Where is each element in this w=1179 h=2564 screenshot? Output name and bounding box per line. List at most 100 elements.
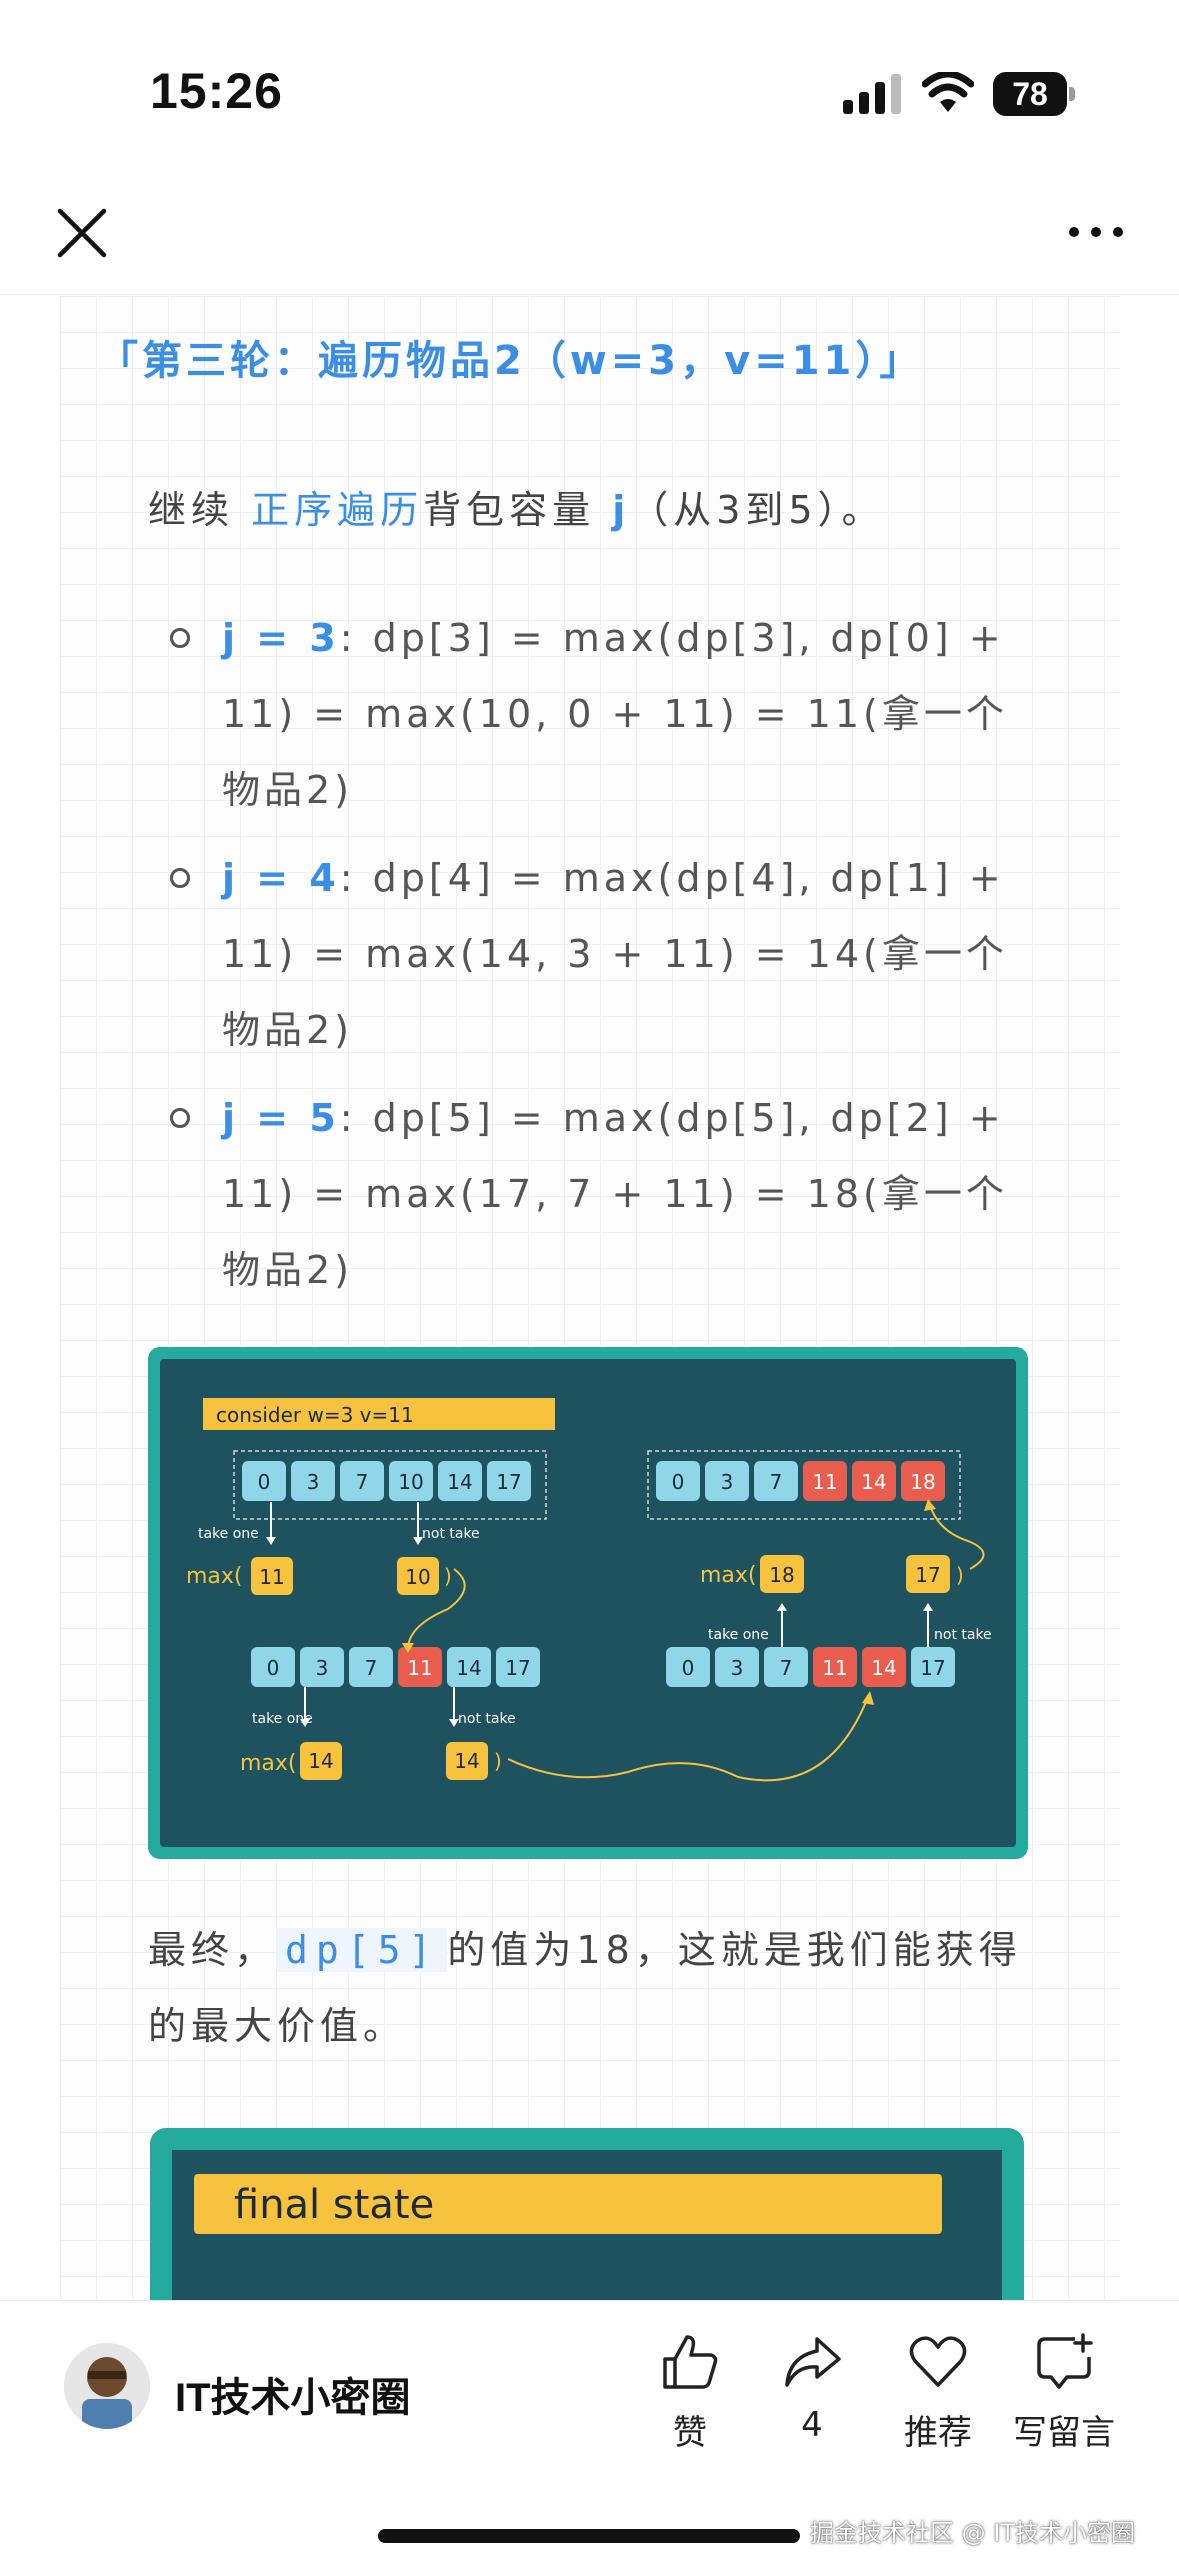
bullet-icon — [170, 868, 190, 888]
thumbs-up-icon — [663, 2335, 718, 2389]
comment-label: 写留言 — [1013, 2413, 1115, 2453]
array-cell-value: 14 — [871, 1656, 896, 1680]
author-name[interactable]: IT技术小密圈 — [175, 2376, 411, 2420]
bullet-icon — [170, 1108, 190, 1128]
comment-button[interactable]: 写留言 — [1004, 2331, 1124, 2454]
wifi-icon — [922, 72, 974, 112]
array-cell — [340, 1461, 384, 1501]
svg-text:): ) — [444, 1564, 452, 1588]
array-cell-value: 10 — [398, 1470, 423, 1494]
array-cell-value: 14 — [447, 1470, 472, 1494]
svg-text:not take: not take — [458, 1711, 516, 1727]
svg-text:max(: max( — [240, 1751, 297, 1776]
recommend-label: 推荐 — [904, 2413, 972, 2453]
like-button[interactable]: 赞 — [630, 2331, 750, 2454]
array-cell — [852, 1461, 896, 1501]
array-cell — [911, 1647, 955, 1687]
status-time: 15:26 — [150, 63, 283, 119]
array-cell-value: 7 — [780, 1656, 793, 1680]
array-cell-value: 14 — [861, 1470, 886, 1494]
nav-bar — [0, 170, 1179, 295]
value-d: 14 — [454, 1749, 479, 1773]
value-c: 14 — [308, 1749, 333, 1773]
array-cell-value: 14 — [456, 1656, 481, 1680]
battery-level: 78 — [1012, 76, 1048, 112]
svg-text:max(: max( — [700, 1563, 757, 1588]
array-cell — [803, 1461, 847, 1501]
array-cell — [291, 1461, 335, 1501]
more-options-icon[interactable] — [1066, 220, 1126, 244]
list-item: j = 4: dp[4] = max(dp[4], dp[1] + 11) = … — [170, 840, 1030, 1068]
svg-text:not take: not take — [934, 1627, 992, 1643]
array-cell-value: 11 — [812, 1470, 837, 1494]
array-cell — [754, 1461, 798, 1501]
array-cell — [242, 1461, 286, 1501]
comment-add-icon — [1037, 2333, 1093, 2389]
knapsack-diagram[interactable]: consider w=3 v=11 0 3 7 10 14 17 0 3 7 11 14 18 0 3… — [148, 1347, 1028, 1859]
share-button[interactable]: 4 — [752, 2331, 872, 2445]
status-bar: 15:26 78 — [0, 0, 1179, 170]
array-cell — [398, 1647, 442, 1687]
highlight-text: 正序遍历 — [251, 488, 424, 532]
cellular-signal-icon — [843, 74, 901, 114]
final-state-banner: final state — [194, 2174, 942, 2234]
array-cell — [300, 1647, 344, 1687]
array-cell — [447, 1647, 491, 1687]
array-cell-value: 3 — [316, 1656, 329, 1680]
bullet-icon — [170, 628, 190, 648]
value-e: 18 — [769, 1563, 794, 1587]
heart-icon — [909, 2336, 967, 2387]
bottom-bar: IT技术小密圈 赞 4 推荐 写留言 掘金技术社区 @ IT技术小密圈 — [0, 2300, 1179, 2564]
array-cell — [656, 1461, 700, 1501]
array-cell-value: 11 — [407, 1656, 432, 1680]
diagram-title-banner — [203, 1398, 555, 1430]
array-cell-value: 0 — [267, 1656, 280, 1680]
array-cell-value: 7 — [356, 1470, 369, 1494]
array-cell-value: 3 — [731, 1656, 744, 1680]
array-cell — [389, 1461, 433, 1501]
value-b: 10 — [405, 1565, 430, 1589]
not-take-label: not take — [422, 1526, 480, 1542]
home-indicator[interactable] — [378, 2529, 800, 2543]
array-cell — [813, 1647, 857, 1687]
close-icon[interactable] — [52, 203, 112, 263]
array-cell-value: 7 — [365, 1656, 378, 1680]
array-cell-value: 3 — [721, 1470, 734, 1494]
list-item: j = 3: dp[3] = max(dp[3], dp[0] + 11) = … — [170, 600, 1030, 828]
array-cell — [496, 1647, 540, 1687]
article-body — [60, 296, 1120, 2300]
share-count: 4 — [801, 2405, 823, 2445]
array-cell — [764, 1647, 808, 1687]
take-one-label: take one — [198, 1526, 259, 1542]
array-cell — [666, 1647, 710, 1687]
array-cell — [862, 1647, 906, 1687]
diagram-title: consider w=3 v=11 — [216, 1403, 414, 1427]
step-list: j = 3: dp[3] = max(dp[3], dp[0] + 11) = … — [170, 600, 1030, 1320]
value-a: 11 — [259, 1565, 284, 1589]
array-cell-value: 0 — [682, 1656, 695, 1680]
array-cell — [715, 1647, 759, 1687]
section-heading: 「第三轮：遍历物品2（w=3，v=11）」 — [98, 338, 924, 384]
recommend-button[interactable]: 推荐 — [878, 2331, 998, 2454]
svg-text:take one: take one — [252, 1711, 313, 1727]
conclusion-paragraph: 最终，dp[5]的值为18，这就是我们能获得的最大价值。 — [148, 1928, 1022, 2048]
svg-text:): ) — [956, 1563, 964, 1587]
array-cell-value: 0 — [672, 1470, 685, 1494]
array-cell — [349, 1647, 393, 1687]
max-label: max( — [186, 1564, 243, 1589]
diagram-svg: consider w=3 v=11 0 3 7 10 14 17 0 3 7 11 14 18 0 3… — [186, 1398, 992, 1782]
array-cell-value: 0 — [258, 1470, 271, 1494]
battery-icon: 78 — [993, 72, 1075, 116]
array-cell-value: 17 — [496, 1470, 521, 1494]
svg-text:take one: take one — [708, 1627, 769, 1643]
inline-code: dp[5] — [277, 1928, 448, 1972]
array-cell-value: 18 — [910, 1470, 935, 1494]
final-state-diagram[interactable]: final state — [150, 2128, 1024, 2310]
array-cell-value: 17 — [920, 1656, 945, 1680]
variable-j: j — [612, 488, 631, 532]
avatar[interactable] — [64, 2343, 150, 2429]
array-cell-value: 3 — [307, 1470, 320, 1494]
array-cell — [438, 1461, 482, 1501]
